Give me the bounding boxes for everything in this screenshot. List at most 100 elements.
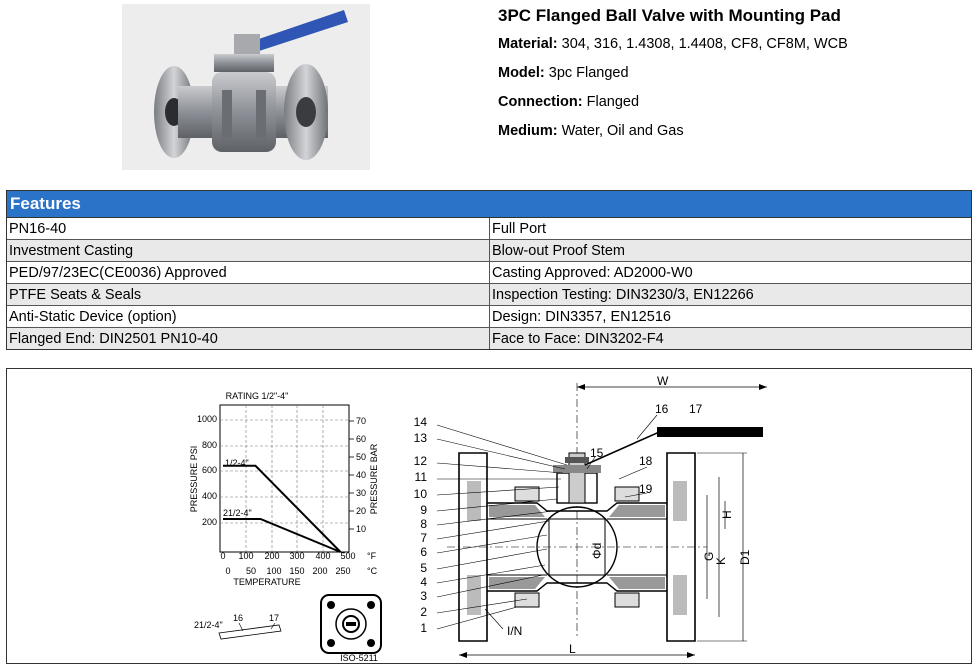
dim-d: Φd [590, 543, 604, 559]
dim-g: G [702, 552, 716, 561]
f-tick: 0 [220, 551, 225, 561]
spec-label: Material: [498, 36, 558, 52]
part-number: 16 [233, 613, 243, 623]
spec-label: Connection: [498, 94, 583, 110]
drawing-canvas: RATING 1/2"-4" 1/2-4" 21/2-4" 1000 800 6… [189, 374, 767, 663]
spec-label: Model: [498, 65, 545, 81]
dim-k: K [714, 557, 728, 565]
psi-tick: 400 [202, 491, 217, 501]
spec-medium: Medium: Water, Oil and Gas [498, 123, 848, 152]
part-number: 3 [420, 589, 427, 603]
feature-cell: Design: DIN3357, EN12516 [492, 309, 671, 325]
chart-curves [223, 464, 342, 553]
ball-valve-image [154, 10, 348, 160]
pad-label: ISO-5211 [340, 653, 378, 663]
chart-grid [220, 405, 349, 552]
bar-tick: 10 [356, 524, 366, 534]
rating-chart: RATING 1/2"-4" 1/2-4" 21/2-4" 1000 800 6… [189, 391, 379, 587]
c-tick: 200 [312, 566, 327, 576]
part-number: 17 [689, 402, 703, 416]
part-numbers: 14 13 12 11 10 9 8 7 6 5 4 3 2 1 15 16 1… [414, 374, 752, 656]
feature-cell: Flanged End: DIN2501 PN10-40 [7, 328, 490, 349]
x-label: TEMPERATURE [233, 577, 300, 587]
bar-tick: 50 [356, 452, 366, 462]
c-tick: 100 [266, 566, 281, 576]
part-number: 7 [420, 531, 427, 545]
mounting-pad: ISO-5211 [320, 594, 382, 663]
series-label: 1/2-4" [225, 458, 249, 468]
f-tick: 100 [238, 551, 253, 561]
handle-label: 21/2-4" [194, 620, 223, 630]
in-label: I/N [507, 624, 522, 638]
part-number: 15 [590, 446, 604, 460]
part-number: 11 [415, 470, 428, 484]
bar-tick: 70 [356, 416, 366, 426]
spec-connection: Connection: Flanged [498, 94, 848, 123]
feature-cell: Casting Approved: AD2000-W0 [492, 265, 693, 281]
chart-frame [219, 404, 350, 553]
dim-h: H [720, 510, 734, 519]
part-number: 17 [269, 613, 279, 623]
part-number: 1 [420, 621, 427, 635]
features-heading: Features [7, 191, 971, 218]
chart-title: RATING 1/2"-4" [226, 391, 289, 401]
part-number: 4 [420, 575, 427, 589]
table-row: PED/97/23EC(CE0036) Approved Casting App… [7, 262, 971, 284]
unit-f: °F [367, 551, 377, 561]
f-tick: 500 [340, 551, 355, 561]
spec-value: Flanged [586, 94, 640, 110]
part-number: 18 [639, 454, 653, 468]
c-tick: 150 [289, 566, 304, 576]
part-number: 12 [414, 454, 428, 468]
psi-tick: 800 [202, 440, 217, 450]
bar-tick: 20 [356, 506, 366, 516]
part-number: 5 [420, 561, 427, 575]
product-title: 3PC Flanged Ball Valve with Mounting Pad [498, 6, 841, 25]
table-row: Flanged End: DIN2501 PN10-40 Face to Fac… [7, 328, 971, 349]
dim-d1: D1 [738, 549, 752, 565]
psi-tick: 1000 [197, 414, 217, 424]
spec-material: Material: 304, 316, 1.4308, 1.4408, CF8,… [498, 36, 848, 65]
part-number: 9 [420, 503, 427, 517]
bar-tick: 30 [356, 488, 366, 498]
c-tick: 50 [246, 566, 256, 576]
y-right-label: PRESSURE BAR [369, 443, 379, 514]
bar-tick: 40 [356, 470, 366, 480]
product-info: 3PC Flanged Ball Valve with Mounting Pad… [498, 6, 848, 152]
dim-w: W [657, 374, 669, 388]
f-tick: 200 [264, 551, 279, 561]
table-row: Investment Casting Blow-out Proof Stem [7, 240, 971, 262]
rating-curve-1 [223, 518, 341, 553]
part-number: 13 [414, 431, 428, 445]
f-tick: 300 [289, 551, 304, 561]
c-tick: 0 [225, 566, 230, 576]
part-number: 19 [639, 482, 653, 496]
feature-cell: Anti-Static Device (option) [7, 306, 490, 327]
feature-cell: Face to Face: DIN3202-F4 [492, 331, 664, 347]
c-tick: 250 [335, 566, 350, 576]
part-number: 10 [414, 487, 428, 501]
spec-label: Medium: [498, 123, 558, 139]
rating-curve-0 [223, 464, 342, 553]
psi-tick: 200 [202, 517, 217, 527]
feature-cell: Inspection Testing: DIN3230/3, EN12266 [492, 287, 754, 303]
feature-cell: PED/97/23EC(CE0036) Approved [7, 262, 490, 283]
spec-value: Water, Oil and Gas [561, 123, 684, 139]
part-number: 14 [414, 415, 428, 429]
handle-sketch: 21/2-4" 16 17 [194, 613, 282, 640]
part-number: 8 [420, 517, 427, 531]
series-label: 21/2-4" [223, 508, 252, 518]
feature-cell: PN16-40 [7, 218, 490, 239]
technical-drawing: RATING 1/2"-4" 1/2-4" 21/2-4" 1000 800 6… [6, 368, 972, 664]
feature-cell: Full Port [492, 221, 546, 237]
valve-section [436, 383, 767, 658]
feature-cell: Investment Casting [7, 240, 490, 261]
feature-cell: Blow-out Proof Stem [492, 243, 625, 259]
features-table: Features PN16-40 Full Port Investment Ca… [6, 190, 972, 350]
part-number: 6 [420, 545, 427, 559]
table-row: PTFE Seats & Seals Inspection Testing: D… [7, 284, 971, 306]
dim-l: L [569, 642, 576, 656]
table-row: Anti-Static Device (option) Design: DIN3… [7, 306, 971, 328]
bar-tick: 60 [356, 434, 366, 444]
spec-model: Model: 3pc Flanged [498, 65, 848, 94]
